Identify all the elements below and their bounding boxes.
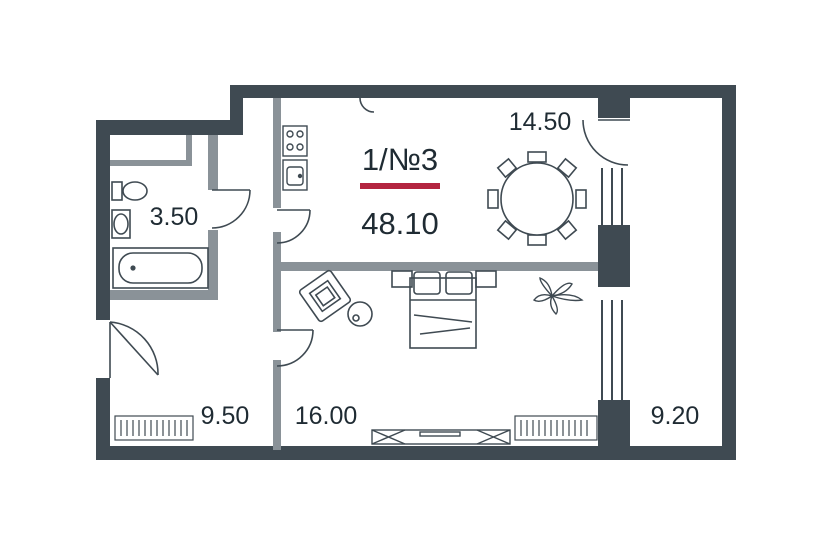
radiator-icon bbox=[114, 415, 194, 441]
toilet-icon bbox=[111, 181, 148, 201]
interior-walls bbox=[110, 98, 598, 450]
stove-icon bbox=[282, 125, 308, 157]
doors bbox=[109, 97, 630, 378]
room-area-hall: 9.50 bbox=[201, 402, 250, 430]
round-table-icon bbox=[347, 301, 373, 327]
armchair-icon bbox=[298, 269, 352, 323]
door-icon bbox=[211, 189, 251, 229]
bed-icon bbox=[391, 270, 497, 349]
room-area-bathroom: 3.50 bbox=[150, 203, 199, 231]
dining-table-icon bbox=[487, 151, 587, 246]
bathtub-icon bbox=[112, 247, 209, 289]
plant-icon bbox=[532, 276, 584, 315]
title-underline bbox=[360, 183, 440, 189]
room-area-loggia: 9.20 bbox=[651, 402, 700, 430]
sink-icon bbox=[111, 209, 131, 239]
loggia-windows bbox=[601, 100, 733, 446]
door-icon bbox=[276, 209, 311, 244]
door-icon bbox=[109, 321, 159, 378]
sink-icon bbox=[282, 159, 308, 191]
outer-walls bbox=[96, 85, 736, 460]
radiator-icon bbox=[514, 415, 598, 441]
room-area-kitchen: 14.50 bbox=[509, 108, 572, 136]
room-area-bedroom: 16.00 bbox=[295, 402, 358, 430]
door-icon bbox=[582, 119, 630, 166]
window-icon bbox=[371, 429, 511, 445]
door-icon bbox=[276, 329, 314, 367]
total-area: 48.10 bbox=[361, 206, 439, 241]
apartment-id: 1/№3 bbox=[362, 142, 438, 177]
